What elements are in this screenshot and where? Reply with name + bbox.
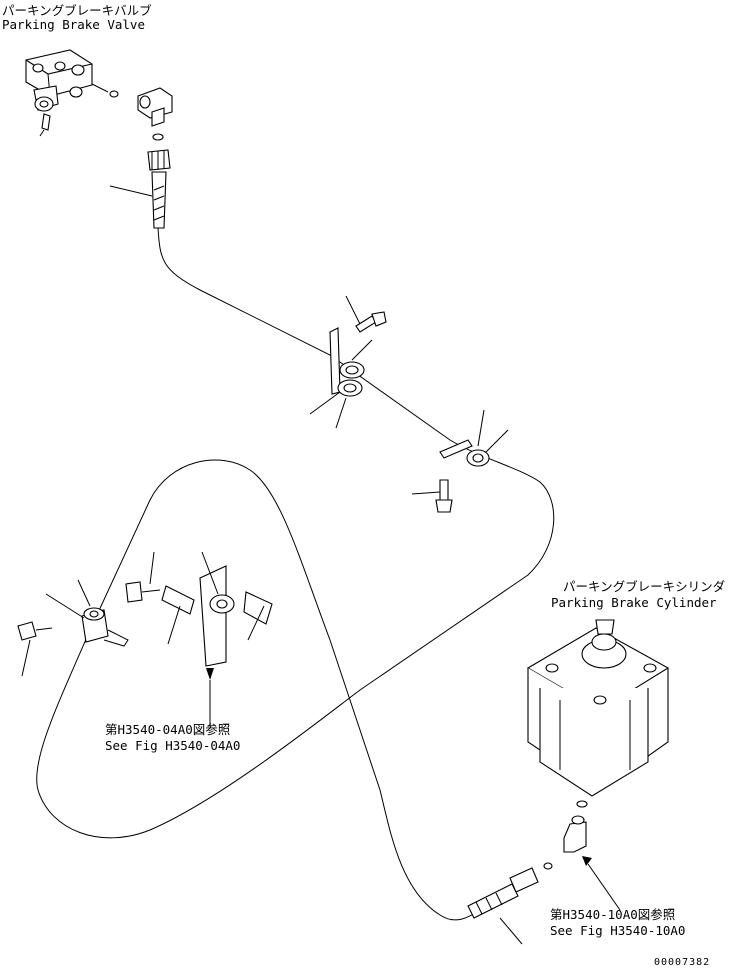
reference-2-en: See Fig H3540-10A0 (550, 923, 686, 938)
clamp-detail-right (125, 551, 273, 726)
parking-brake-cylinder (526, 619, 670, 808)
elbow-fitting-bottom (543, 815, 621, 911)
clamp-assembly-mid (309, 295, 387, 429)
elbow-fitting-top (137, 87, 173, 141)
parking-brake-valve (25, 49, 119, 137)
reference-1-jp: 第H3540-04A0図参照 (105, 722, 231, 737)
reference-1-en: See Fig H3540-04A0 (105, 738, 241, 753)
valve-label-jp: パーキングブレーキバルブ (2, 3, 152, 18)
drawing-number: 00007382 (654, 957, 711, 968)
clamp-detail-left (17, 579, 129, 677)
reference-2-jp: 第H3540-10A0図参照 (550, 907, 676, 922)
valve-label-en: Parking Brake Valve (2, 17, 145, 32)
hose-end-top (109, 149, 171, 229)
hose-end-bottom (467, 867, 539, 945)
cylinder-label-jp: パーキングブレーキシリンダ (563, 579, 726, 594)
brake-tube-route (36, 227, 555, 921)
clamp-assembly-right (411, 409, 509, 513)
cylinder-label-en: Parking Brake Cylinder (551, 595, 717, 610)
